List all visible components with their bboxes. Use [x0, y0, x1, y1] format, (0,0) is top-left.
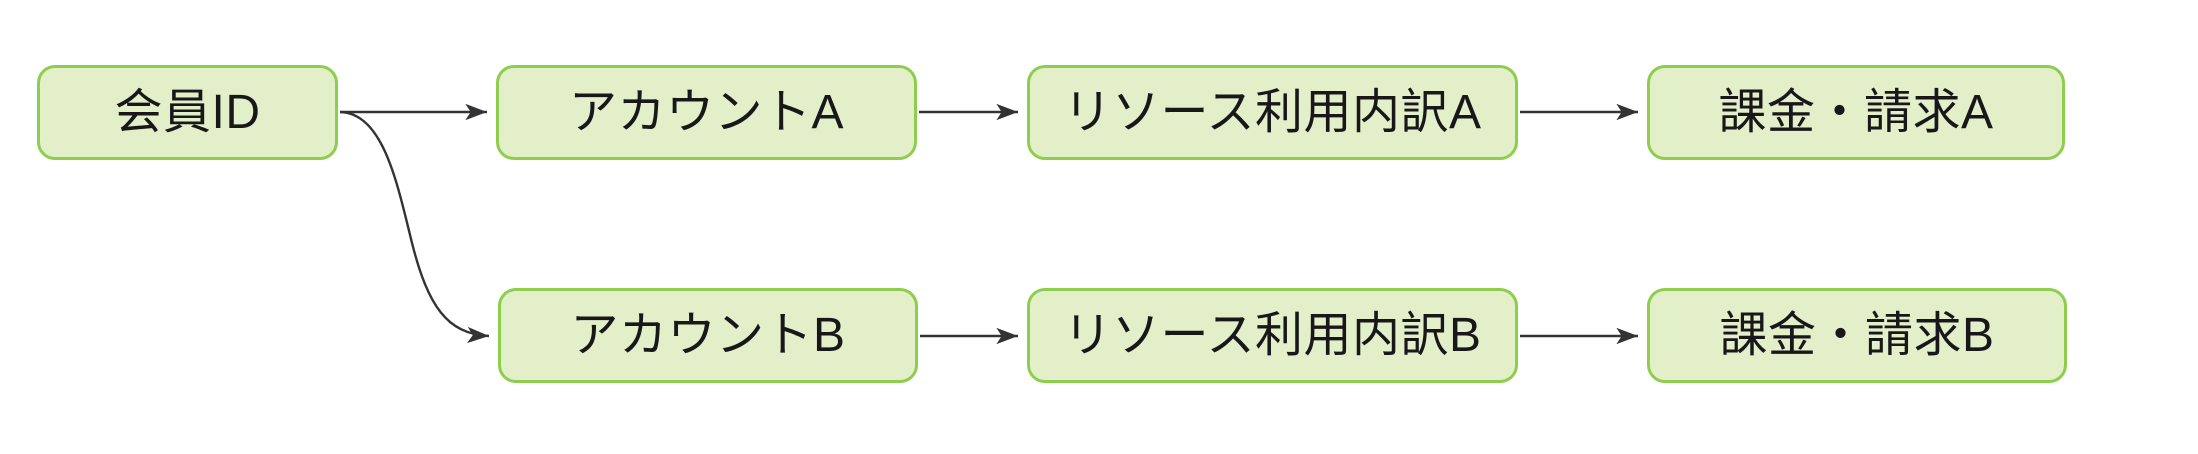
node-member-id[interactable]: 会員ID [37, 65, 338, 160]
node-label-account-b: アカウントB [570, 308, 846, 362]
node-resource-usage-b[interactable]: リソース利用内訳B [1027, 288, 1518, 383]
node-label-billing-a: 課金・請求A [1718, 85, 1994, 139]
node-account-a[interactable]: アカウントA [496, 65, 917, 160]
node-label-resource-usage-a: リソース利用内訳A [1063, 85, 1482, 139]
node-label-resource-usage-b: リソース利用内訳B [1063, 308, 1482, 362]
node-label-account-a: アカウントA [568, 85, 845, 139]
node-billing-b[interactable]: 課金・請求B [1647, 288, 2067, 383]
node-label-member-id: 会員ID [114, 85, 261, 139]
node-label-billing-b: 課金・請求B [1719, 308, 1995, 362]
node-account-b[interactable]: アカウントB [498, 288, 918, 383]
node-resource-usage-a[interactable]: リソース利用内訳A [1027, 65, 1518, 160]
edge-member-id-to-account-b [339, 110, 490, 344]
node-billing-a[interactable]: 課金・請求A [1647, 65, 2065, 160]
